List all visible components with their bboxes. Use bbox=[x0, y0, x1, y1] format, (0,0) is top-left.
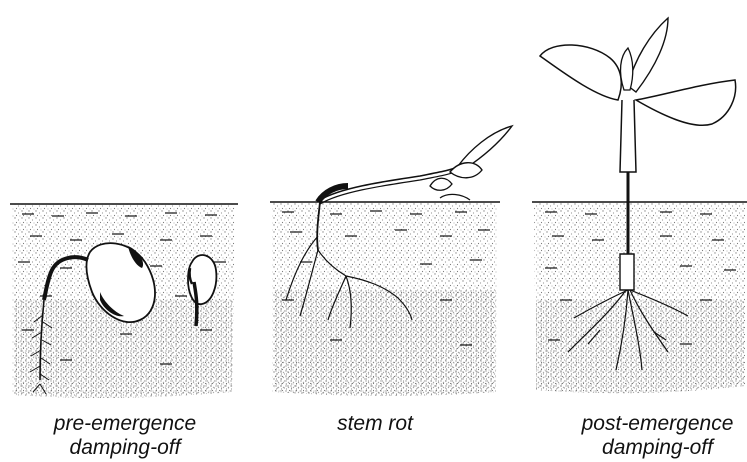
soil-block-post bbox=[532, 202, 747, 393]
caption-pre-emergence-line1: pre-emergence bbox=[20, 412, 230, 436]
caption-post-emergence-line2: damping-off bbox=[560, 436, 747, 460]
caption-stem-rot-line1: stem rot bbox=[300, 412, 450, 436]
caption-pre-emergence-line2: damping-off bbox=[20, 436, 230, 460]
panel-post-emergence bbox=[532, 18, 747, 393]
caption-stem-rot: stem rot bbox=[300, 412, 450, 436]
panel-pre-emergence bbox=[10, 204, 238, 398]
caption-post-emergence-line1: post-emergence bbox=[560, 412, 747, 436]
caption-pre-emergence: pre-emergence damping-off bbox=[20, 412, 230, 460]
caption-post-emergence: post-emergence damping-off bbox=[560, 412, 747, 460]
panel-stem-rot bbox=[270, 126, 512, 396]
